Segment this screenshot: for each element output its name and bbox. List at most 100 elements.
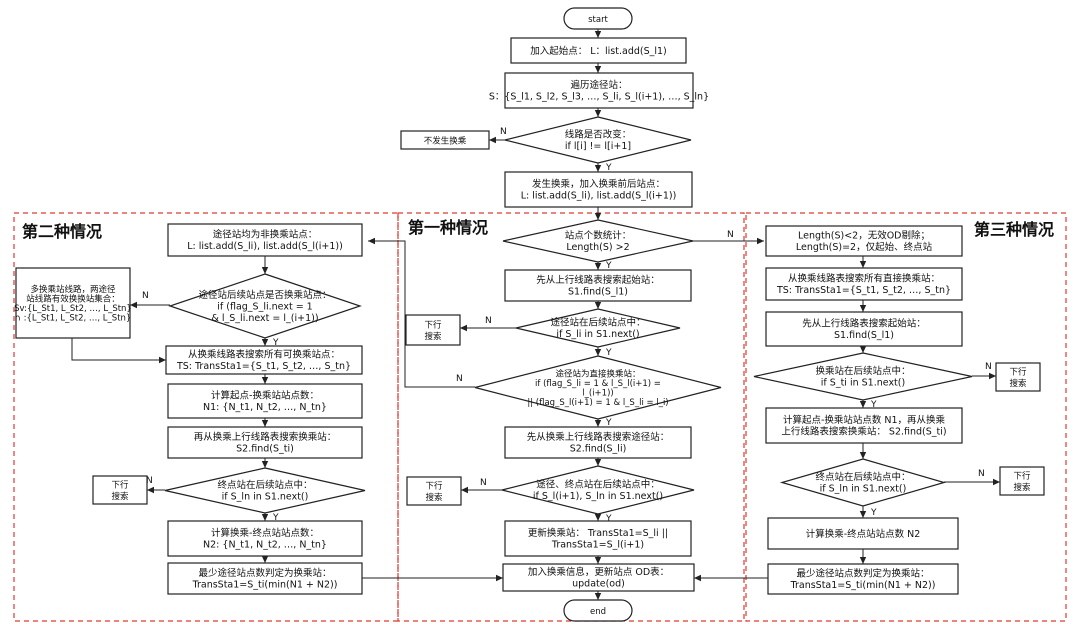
end-shape xyxy=(563,599,633,622)
non-transfer-via-text: 途径站均为非换乘站点： xyxy=(213,229,318,241)
traverse-shape xyxy=(504,72,694,109)
edges xyxy=(71,29,1000,600)
down-search-5-text: 搜索 xyxy=(1013,482,1030,493)
add-start-shape xyxy=(510,37,687,64)
calc-transfer-end-text: 计算换乘-终点站站点数： xyxy=(211,527,319,539)
down-search-4-text: 搜索 xyxy=(1009,378,1026,389)
traverse-text: 遍历途径站： xyxy=(570,79,627,91)
node-search-direct: 从换乘线路表搜索所有直接换乘站：TS: TransSta1={S_t1, S_t… xyxy=(765,267,963,301)
node-add-start: 加入起始点： L：list.add(S_l1) xyxy=(510,37,687,64)
min-via-3-text: TransSta1=S_ti(min(N1 + N2)) xyxy=(790,580,936,591)
down-search-2-text: 搜索 xyxy=(425,492,442,503)
end-in-next-3-text: if S_ln in S1.next() xyxy=(820,484,907,495)
calc-n1-shape xyxy=(765,407,963,444)
add-start-text: 加入起始点： L：list.add(S_l1) xyxy=(530,45,667,57)
case2-region xyxy=(13,212,399,622)
search-direct-text: 从换乘线路表搜索所有直接换乘站： xyxy=(788,273,940,285)
via-end-in-next-text: if S_l(i+1), S_ln in S1.next() xyxy=(533,491,663,502)
update-transfer-text: 更新换乘站： TransSta1=S_li || xyxy=(528,527,668,539)
node-update-transfer: 更新换乘站： TransSta1=S_li ||TransSta1=S_l(i+… xyxy=(504,520,692,557)
edge-label-yes: Y xyxy=(605,514,612,524)
via-end-in-next-text: 途径、终点站在后续站点中： xyxy=(536,479,660,491)
node-end-in-next-2: 终点站在后续站点中：if S_ln in S1.next() xyxy=(164,467,366,514)
search-all-transfer-text: TS: TransSta1={S_t1, S_t2, …, S_tn} xyxy=(176,361,351,372)
multi-line-text: 站线路有效换换站集合： xyxy=(26,294,120,305)
route-change-shape xyxy=(504,116,692,164)
transfer-up-search-shape xyxy=(504,426,692,459)
node-min-via-2: 最少途径站点数判定为换乘站：TransSta1=S_ti(min(N1 + N2… xyxy=(167,562,363,595)
multi-line-text: Sv:{L_St1, L_St2, …, L_Stn} xyxy=(14,304,132,314)
down-search-4-text: 下行 xyxy=(1009,367,1027,378)
route-change-text: if l[i] != l[i+1] xyxy=(565,141,631,152)
via-after-transfer-text: 途径站后续站点是否换乘站点： xyxy=(198,289,331,301)
case1-title: 第一种情况 xyxy=(408,218,488,237)
edge-label-no: N xyxy=(485,316,492,326)
non-transfer-via-text: L: list.add(S_li), list.add(S_l(i+1)) xyxy=(187,241,343,252)
start-text: start xyxy=(588,15,608,25)
edge-label-no: N xyxy=(480,478,487,488)
node-transfer-up-search-2: 再从换乘上行线路表搜索换乘站：S2.find(S_ti) xyxy=(167,426,363,459)
transfer-add-shape xyxy=(504,171,693,208)
min-via-3-text: 最少途径站点数判定为换乘站： xyxy=(796,568,929,580)
calc-start-transfer-text: 计算起点-换乘站站点数： xyxy=(211,390,319,402)
min-via-3-shape xyxy=(767,563,959,595)
route-change-text: 线路是否改变： xyxy=(565,129,632,141)
end-in-next-2-shape xyxy=(164,467,366,514)
length-rule-shape xyxy=(765,225,963,257)
edge-label-yes: Y xyxy=(870,508,877,518)
node-via-in-next: 途径站在后续站点中：if S_li in S1.next() xyxy=(515,308,681,348)
edge-label-yes: Y xyxy=(605,163,612,173)
edge-label-yes: Y xyxy=(272,513,279,523)
transfer-in-next-text: 换乘站在后续站点中： xyxy=(815,365,910,377)
node-count-stations: 站点个数统计：Length(S) >2 xyxy=(502,219,694,263)
via-direct-text: if (flag_S_li = 1 & l_S_l(i+1) = xyxy=(535,379,661,389)
down-search-2-text: 下行 xyxy=(425,481,443,492)
multi-line-shape xyxy=(15,267,131,339)
case2-title: 第二种情况 xyxy=(22,222,102,241)
edge-label-yes: Y xyxy=(605,261,612,271)
node-min-via-3: 最少途径站点数判定为换乘站：TransSta1=S_ti(min(N1 + N2… xyxy=(767,563,959,595)
edge-labels: N Y N Y N Y N Y N Y N Y N Y N Y N Y xyxy=(142,127,992,524)
transfer-up-search-2-text: 再从换乘上行线路表搜索换乘站： xyxy=(194,431,337,443)
via-after-transfer-text: & l_S_li.next = l_(i+1)) xyxy=(211,313,318,324)
transfer-in-next-text: if S_ti in S1.next() xyxy=(821,378,905,389)
end-in-next-2-text: if S_ln in S1.next() xyxy=(222,492,309,503)
transfer-up-search-text: 先从换乘上行线路表搜索途径站： xyxy=(527,431,670,443)
up-search-start-3-text: S1.find(S_l1) xyxy=(834,330,894,341)
node-non-transfer-via: 途径站均为非换乘站点：L: list.add(S_li), list.add(S… xyxy=(167,223,363,257)
edge-label-no: N xyxy=(146,476,153,486)
calc-n2-shape xyxy=(767,517,959,550)
edge-label-yes: Y xyxy=(870,400,877,410)
edge-label-yes: Y xyxy=(605,418,612,428)
calc-n2-text: 计算换乘-终点站站点数 N2 xyxy=(806,528,921,540)
calc-n1-text: 上行线路表搜索换乘站： S2.find(S_ti) xyxy=(781,426,946,438)
count-stations-text: 站点个数统计： xyxy=(565,230,632,242)
up-search-start-text: S1.find(S_l1) xyxy=(568,287,628,298)
via-direct-shape xyxy=(474,355,722,420)
calc-transfer-end-shape xyxy=(167,520,363,557)
multi-line-text: ∩ :{L_St1, L_St2, …, L_Stn} xyxy=(15,314,132,324)
node-end: end xyxy=(563,599,633,622)
up-search-start-3-text: 先从上行线路表搜索起始站： xyxy=(802,318,926,330)
min-via-2-shape xyxy=(167,562,363,595)
node-calc-n1: 计算起点-换乘站站点数 N1，再从换乘上行线路表搜索换乘站： S2.find(S… xyxy=(765,407,963,444)
via-end-in-next-shape xyxy=(501,465,695,515)
up-search-start-shape xyxy=(504,269,692,302)
min-via-2-text: TransSta1=S_ti(min(N1 + N2)) xyxy=(192,580,338,591)
transfer-add-text: 发生换乘，加入换乘前后站点： xyxy=(532,178,665,190)
edge-label-no: N xyxy=(142,291,149,301)
down-search-5-text: 下行 xyxy=(1013,471,1031,482)
via-direct-text: 途径站为直接换乘站： xyxy=(555,369,640,380)
via-in-next-shape xyxy=(515,308,681,348)
min-via-2-text: 最少途径站点数判定为换乘站： xyxy=(198,567,331,579)
via-direct-text: l_(i+1)) xyxy=(582,389,613,399)
edge-label-no: N xyxy=(500,127,507,137)
no-transfer-text: 不发生换乘 xyxy=(424,135,467,146)
down-search-1-text: 搜索 xyxy=(424,331,441,342)
